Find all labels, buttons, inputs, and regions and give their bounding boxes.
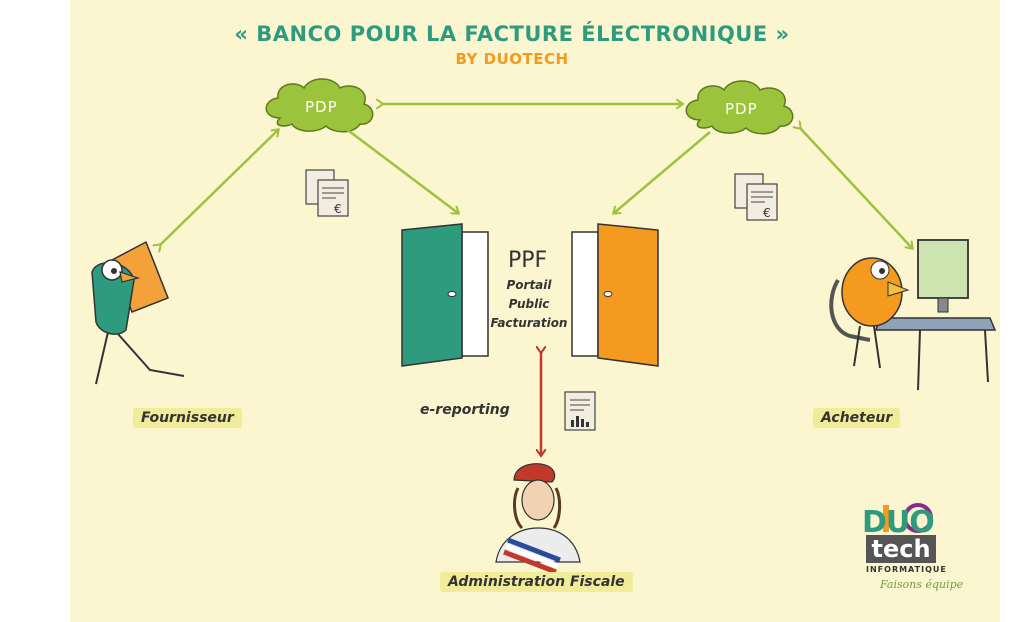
marianne-character — [495, 463, 581, 575]
report-icon — [564, 391, 596, 431]
logo-mark — [883, 503, 933, 533]
ppf-title: PPF — [508, 248, 548, 273]
buyer-label-text: Acheteur — [813, 408, 901, 428]
invoice-icon-right: € — [734, 173, 778, 221]
door-green — [401, 223, 489, 367]
invoice-icon-left: € — [305, 169, 349, 217]
buyer-label: Acheteur — [813, 408, 901, 428]
supplier-label-text: Fournisseur — [133, 408, 242, 428]
svg-text:€: € — [763, 206, 771, 220]
door-orange — [571, 223, 659, 367]
page-title: « BANCO POUR LA FACTURE ÉLECTRONIQUE » — [234, 22, 790, 46]
logo-informatique-text: INFORMATIQUE — [866, 565, 947, 574]
pdp-right-label: PDP — [725, 100, 758, 118]
arrow-pdp-ppf-left — [344, 127, 458, 213]
buyer-character — [829, 239, 997, 391]
pdp-right-cloud — [685, 80, 794, 135]
tax-admin-label-text: Administration Fiscale — [440, 572, 633, 592]
svg-text:€: € — [334, 202, 342, 216]
ppf-line-public: Public — [508, 297, 550, 311]
ppf-line-portail: Portail — [506, 278, 552, 292]
page-subtitle: BY DUOTECH — [455, 50, 569, 68]
logo-duo-text: DUO — [862, 505, 935, 540]
logo-tagline: Faisons équipe — [880, 578, 964, 591]
arrow-pdp-ppf-right — [614, 131, 711, 213]
arrow-pdp-buyer — [800, 128, 912, 248]
supplier-label: Fournisseur — [133, 408, 242, 428]
ppf-line-facturation: Facturation — [490, 316, 568, 330]
ereporting-label: e-reporting — [420, 402, 510, 418]
pdp-left-cloud — [265, 78, 374, 133]
pdp-left-label: PDP — [305, 98, 338, 116]
tax-admin-label: Administration Fiscale — [440, 572, 633, 592]
supplier-character — [91, 240, 185, 385]
logo-tech-text: tech — [866, 535, 936, 563]
arrow-supplier-pdp — [160, 130, 278, 245]
